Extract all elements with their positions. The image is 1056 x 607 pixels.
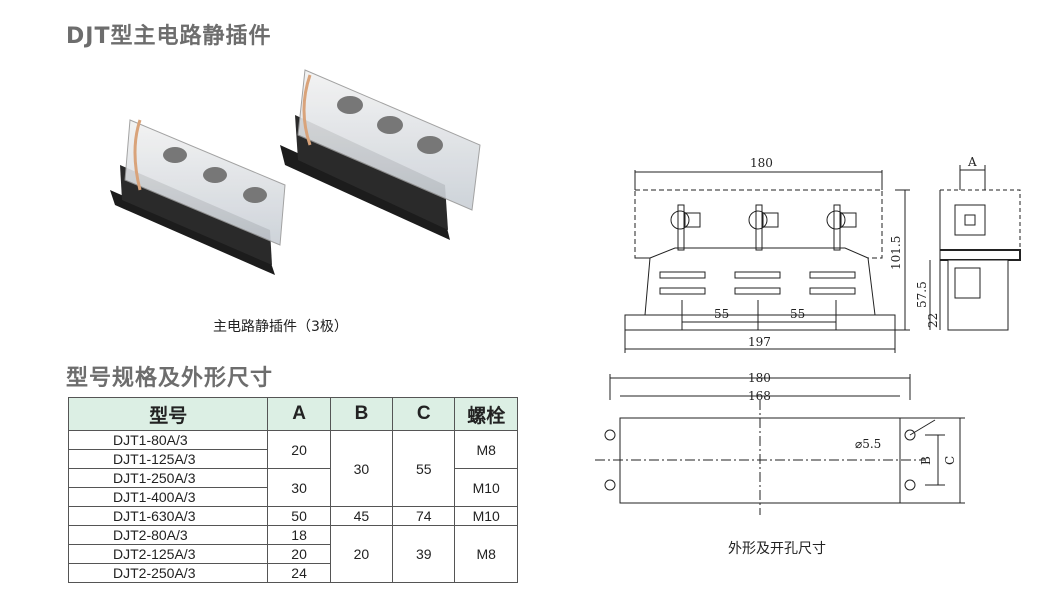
dim-side-a: A: [967, 155, 977, 169]
dim-pitch-2: 55: [790, 307, 805, 321]
dim-plan-width: 180: [748, 371, 771, 385]
dim-pitch-1: 55: [714, 307, 729, 321]
product-photo: [110, 69, 481, 275]
table-row: DJT2-250A/3 24: [67, 563, 518, 583]
model-cell: DJT1-250A/3: [67, 468, 269, 488]
page-title: DJT型主电路静插件: [66, 24, 272, 49]
b-cell: 20: [329, 525, 394, 583]
dim-front-height: 101.5: [889, 236, 903, 270]
b-cell: 45: [329, 506, 394, 526]
header-model: 型号: [67, 397, 269, 431]
model-cell: DJT1-80A/3: [67, 430, 269, 450]
header-bolt: 螺栓: [454, 397, 518, 431]
spec-table: 型号 A B C 螺栓 DJT1-80A/3 20 30 55 M8 DJT1-…: [67, 397, 518, 583]
a-cell: 18: [267, 525, 331, 545]
bolt-cell: M8: [454, 525, 518, 583]
dim-plan-inner: 168: [748, 389, 771, 403]
header-c: C: [392, 397, 456, 431]
model-cell: DJT1-630A/3: [67, 506, 269, 526]
model-cell: DJT2-80A/3: [67, 525, 269, 545]
c-cell: 55: [392, 430, 456, 507]
dim-front-width: 180: [750, 156, 773, 170]
bolt-cell: M10: [454, 506, 518, 526]
drawing-caption: 外形及开孔尺寸: [728, 541, 826, 557]
header-a: A: [267, 397, 331, 431]
b-cell: 30: [329, 430, 394, 507]
dim-front-base: 197: [748, 335, 771, 349]
model-cell: DJT2-125A/3: [67, 544, 269, 564]
front-view-drawing: 180 55 55 197 101.5 A 57.5 22: [624, 155, 1021, 353]
table-row: DJT2-80A/3 18 20 39 M8: [67, 525, 518, 583]
a-cell: 20: [267, 430, 331, 469]
dim-side-height: 57.5: [915, 281, 929, 308]
plan-view-drawing: 180 168 ⌀5.5 B C: [595, 371, 965, 515]
c-cell: 74: [392, 506, 456, 526]
photo-caption: 主电路静插件（3极）: [213, 319, 348, 335]
model-cell: DJT1-125A/3: [67, 449, 269, 469]
a-cell: 30: [267, 468, 331, 507]
small-insert-unit: [110, 119, 286, 275]
dim-plan-c: C: [943, 456, 957, 465]
table-row: DJT1-80A/3 20 30 55 M8: [67, 430, 518, 507]
table-row: DJT1-630A/3 50 45 74 M10: [67, 506, 518, 526]
dim-plan-b: B: [919, 456, 933, 465]
spec-title: 型号规格及外形尺寸: [66, 366, 274, 391]
table-row: DJT2-125A/3 20: [67, 544, 518, 564]
dim-side-base: 22: [926, 313, 940, 328]
model-cell: DJT2-250A/3: [67, 563, 269, 583]
dim-hole: ⌀5.5: [855, 437, 881, 451]
a-cell: 50: [267, 506, 331, 526]
header-b: B: [329, 397, 394, 431]
model-cell: DJT1-400A/3: [67, 487, 269, 507]
c-cell: 39: [392, 525, 456, 583]
a-cell: 24: [267, 563, 331, 583]
a-cell: 20: [267, 544, 331, 564]
bolt-cell: M10: [454, 468, 518, 507]
large-insert-unit: [280, 69, 481, 240]
bolt-cell: M8: [454, 430, 518, 469]
